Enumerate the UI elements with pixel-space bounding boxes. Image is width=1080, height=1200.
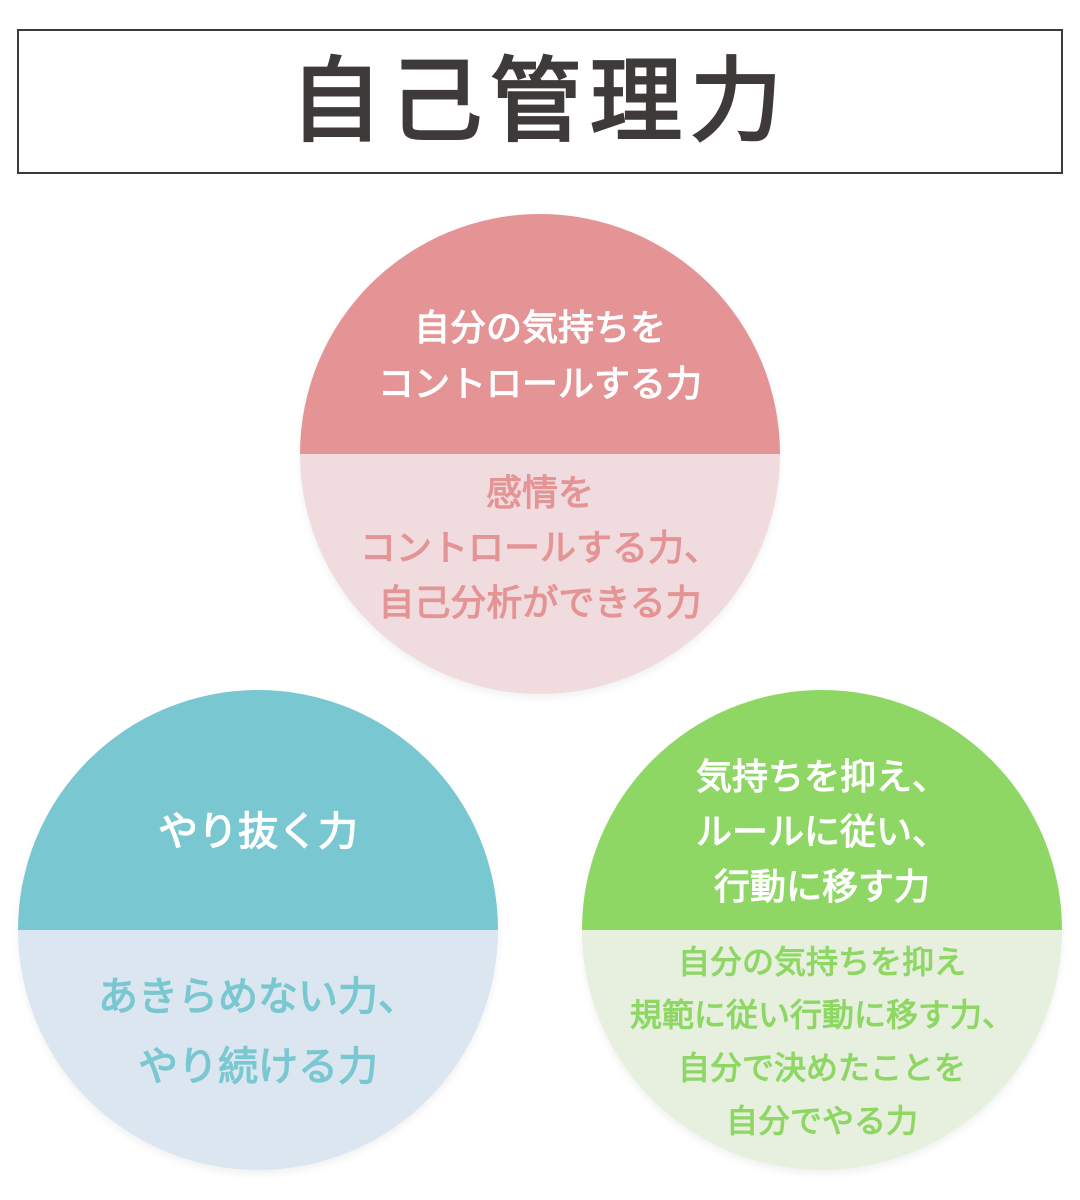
description-line: 規範に従い行動に移す力、 bbox=[629, 996, 1014, 1034]
description-line: 自分で決めたことを bbox=[677, 1049, 966, 1087]
circle-description: 感情を コントロールする力、 自己分析ができる力 bbox=[300, 454, 780, 694]
title-box: 自己管理力 bbox=[17, 29, 1063, 174]
description-line: 自分の気持ちを抑え bbox=[677, 943, 966, 981]
heading-line: 気持ちを抑え、 bbox=[695, 756, 948, 798]
circle-heading: 自分の気持ちを コントロールする力 bbox=[300, 214, 780, 454]
heading-line: やり抜く力 bbox=[158, 809, 358, 855]
description-line: 自己分析ができる力 bbox=[378, 583, 702, 624]
heading-line: ルールに従い、 bbox=[695, 811, 948, 853]
description-line: 自分でやる力 bbox=[725, 1102, 918, 1140]
page-title: 自己管理力 bbox=[289, 47, 790, 155]
circle-heading: 気持ちを抑え、 ルールに従い、 行動に移す力 bbox=[582, 690, 1062, 930]
circle-description: 自分の気持ちを抑え 規範に従い行動に移す力、 自分で決めたことを 自分でやる力 bbox=[582, 930, 1062, 1170]
description-line: コントロールする力、 bbox=[359, 528, 720, 569]
circle-description: あきらめない力、 やり続ける力 bbox=[18, 930, 498, 1170]
circle-self-restraint-action: 気持ちを抑え、 ルールに従い、 行動に移す力 自分の気持ちを抑え 規範に従い行動… bbox=[582, 690, 1062, 1170]
description-line: 感情を bbox=[485, 473, 594, 514]
circle-heading: やり抜く力 bbox=[18, 690, 498, 930]
heading-line: 行動に移す力 bbox=[713, 866, 930, 908]
circle-perseverance: やり抜く力 あきらめない力、 やり続ける力 bbox=[18, 690, 498, 1170]
description-line: やり続ける力 bbox=[138, 1044, 378, 1090]
description-line: あきらめない力、 bbox=[98, 974, 418, 1020]
heading-line: 自分の気持ちを bbox=[413, 308, 666, 349]
heading-line: コントロールする力 bbox=[377, 364, 702, 405]
circle-self-emotion-control: 自分の気持ちを コントロールする力 感情を コントロールする力、 自己分析ができ… bbox=[300, 214, 780, 694]
